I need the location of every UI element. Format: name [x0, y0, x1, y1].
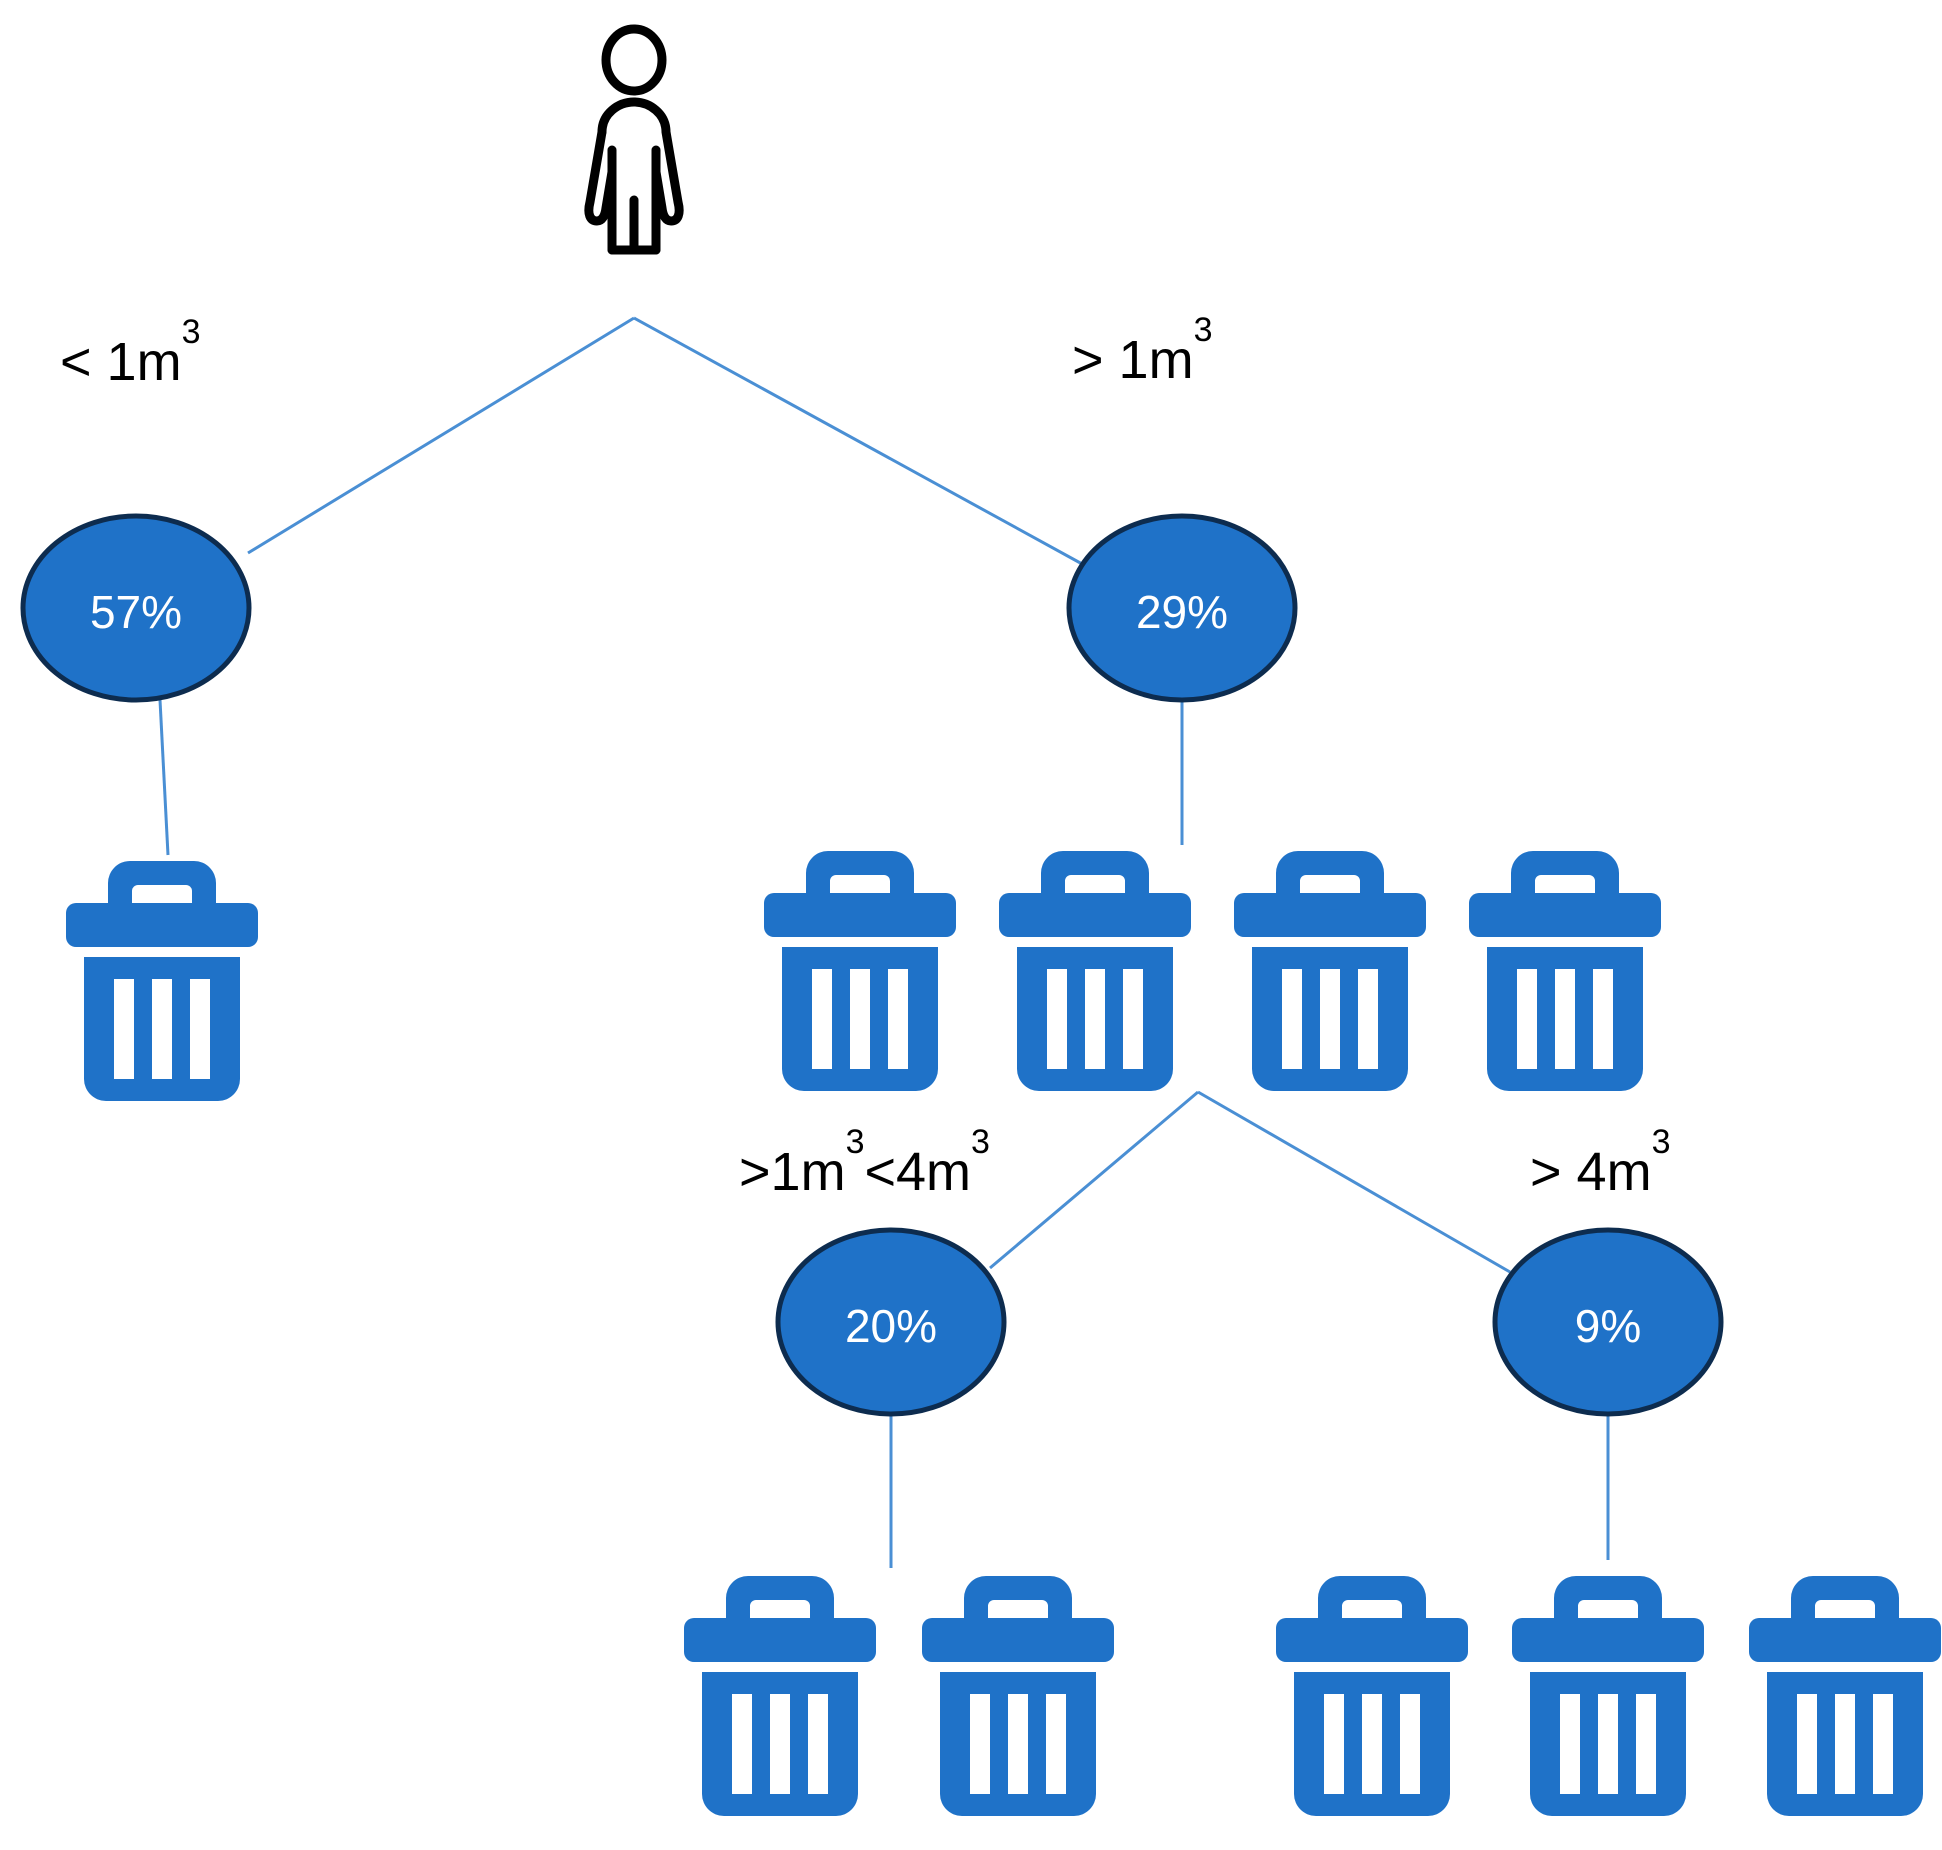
- edge-root-to-57: [247, 316, 635, 555]
- node-20-ellipse[interactable]: [775, 1227, 1007, 1417]
- edge-root-to-29: [633, 316, 1085, 567]
- node-57-label: 57%: [90, 586, 182, 638]
- bins-under-20: [684, 1576, 1114, 1816]
- trash-bin-icon[interactable]: [999, 851, 1191, 1091]
- node-9-ellipse[interactable]: [1492, 1227, 1724, 1417]
- bins-under-57: [66, 861, 258, 1101]
- branch-label-gt1m3-lt4m3: >1m3<4m3: [739, 1123, 990, 1202]
- trash-bin-icon[interactable]: [684, 1576, 876, 1816]
- node-57-ellipse[interactable]: [20, 513, 252, 703]
- trash-bin-icon[interactable]: [1234, 851, 1426, 1091]
- branch-label-gt-1m3: > 1m3: [1072, 311, 1212, 390]
- trash-bin-icon[interactable]: [1469, 851, 1661, 1091]
- person-icon: [584, 24, 684, 255]
- node-29-ellipse[interactable]: [1066, 513, 1298, 703]
- trash-bin-icon[interactable]: [1749, 1576, 1941, 1816]
- node-29[interactable]: 29%: [1066, 513, 1298, 703]
- branch-labels-group: < 1m3 > 1m3 >1m3<4m3 > 4m3: [60, 311, 1670, 1202]
- edges-group: [158, 316, 1610, 1568]
- edge-bins-to-9: [1197, 1090, 1511, 1274]
- trash-bin-icon[interactable]: [1512, 1576, 1704, 1816]
- node-9[interactable]: 9%: [1492, 1227, 1724, 1417]
- node-20-label: 20%: [845, 1300, 937, 1352]
- node-57[interactable]: 57%: [20, 513, 252, 703]
- edge-57-to-bins: [158, 699, 170, 856]
- trash-bin-icon[interactable]: [1276, 1576, 1468, 1816]
- node-29-label: 29%: [1136, 586, 1228, 638]
- node-20[interactable]: 20%: [775, 1227, 1007, 1417]
- bins-under-29: [764, 851, 1661, 1091]
- branch-label-gt-4m3: > 4m3: [1530, 1123, 1670, 1202]
- trash-bin-icon[interactable]: [922, 1576, 1114, 1816]
- bins-under-9: [1276, 1576, 1941, 1816]
- branch-label-lt-1m3: < 1m3: [60, 313, 200, 392]
- trash-bin-icon[interactable]: [764, 851, 956, 1091]
- edge-bins-to-20: [989, 1090, 1199, 1270]
- trash-bin-icon[interactable]: [66, 861, 258, 1101]
- node-9-label: 9%: [1575, 1300, 1641, 1352]
